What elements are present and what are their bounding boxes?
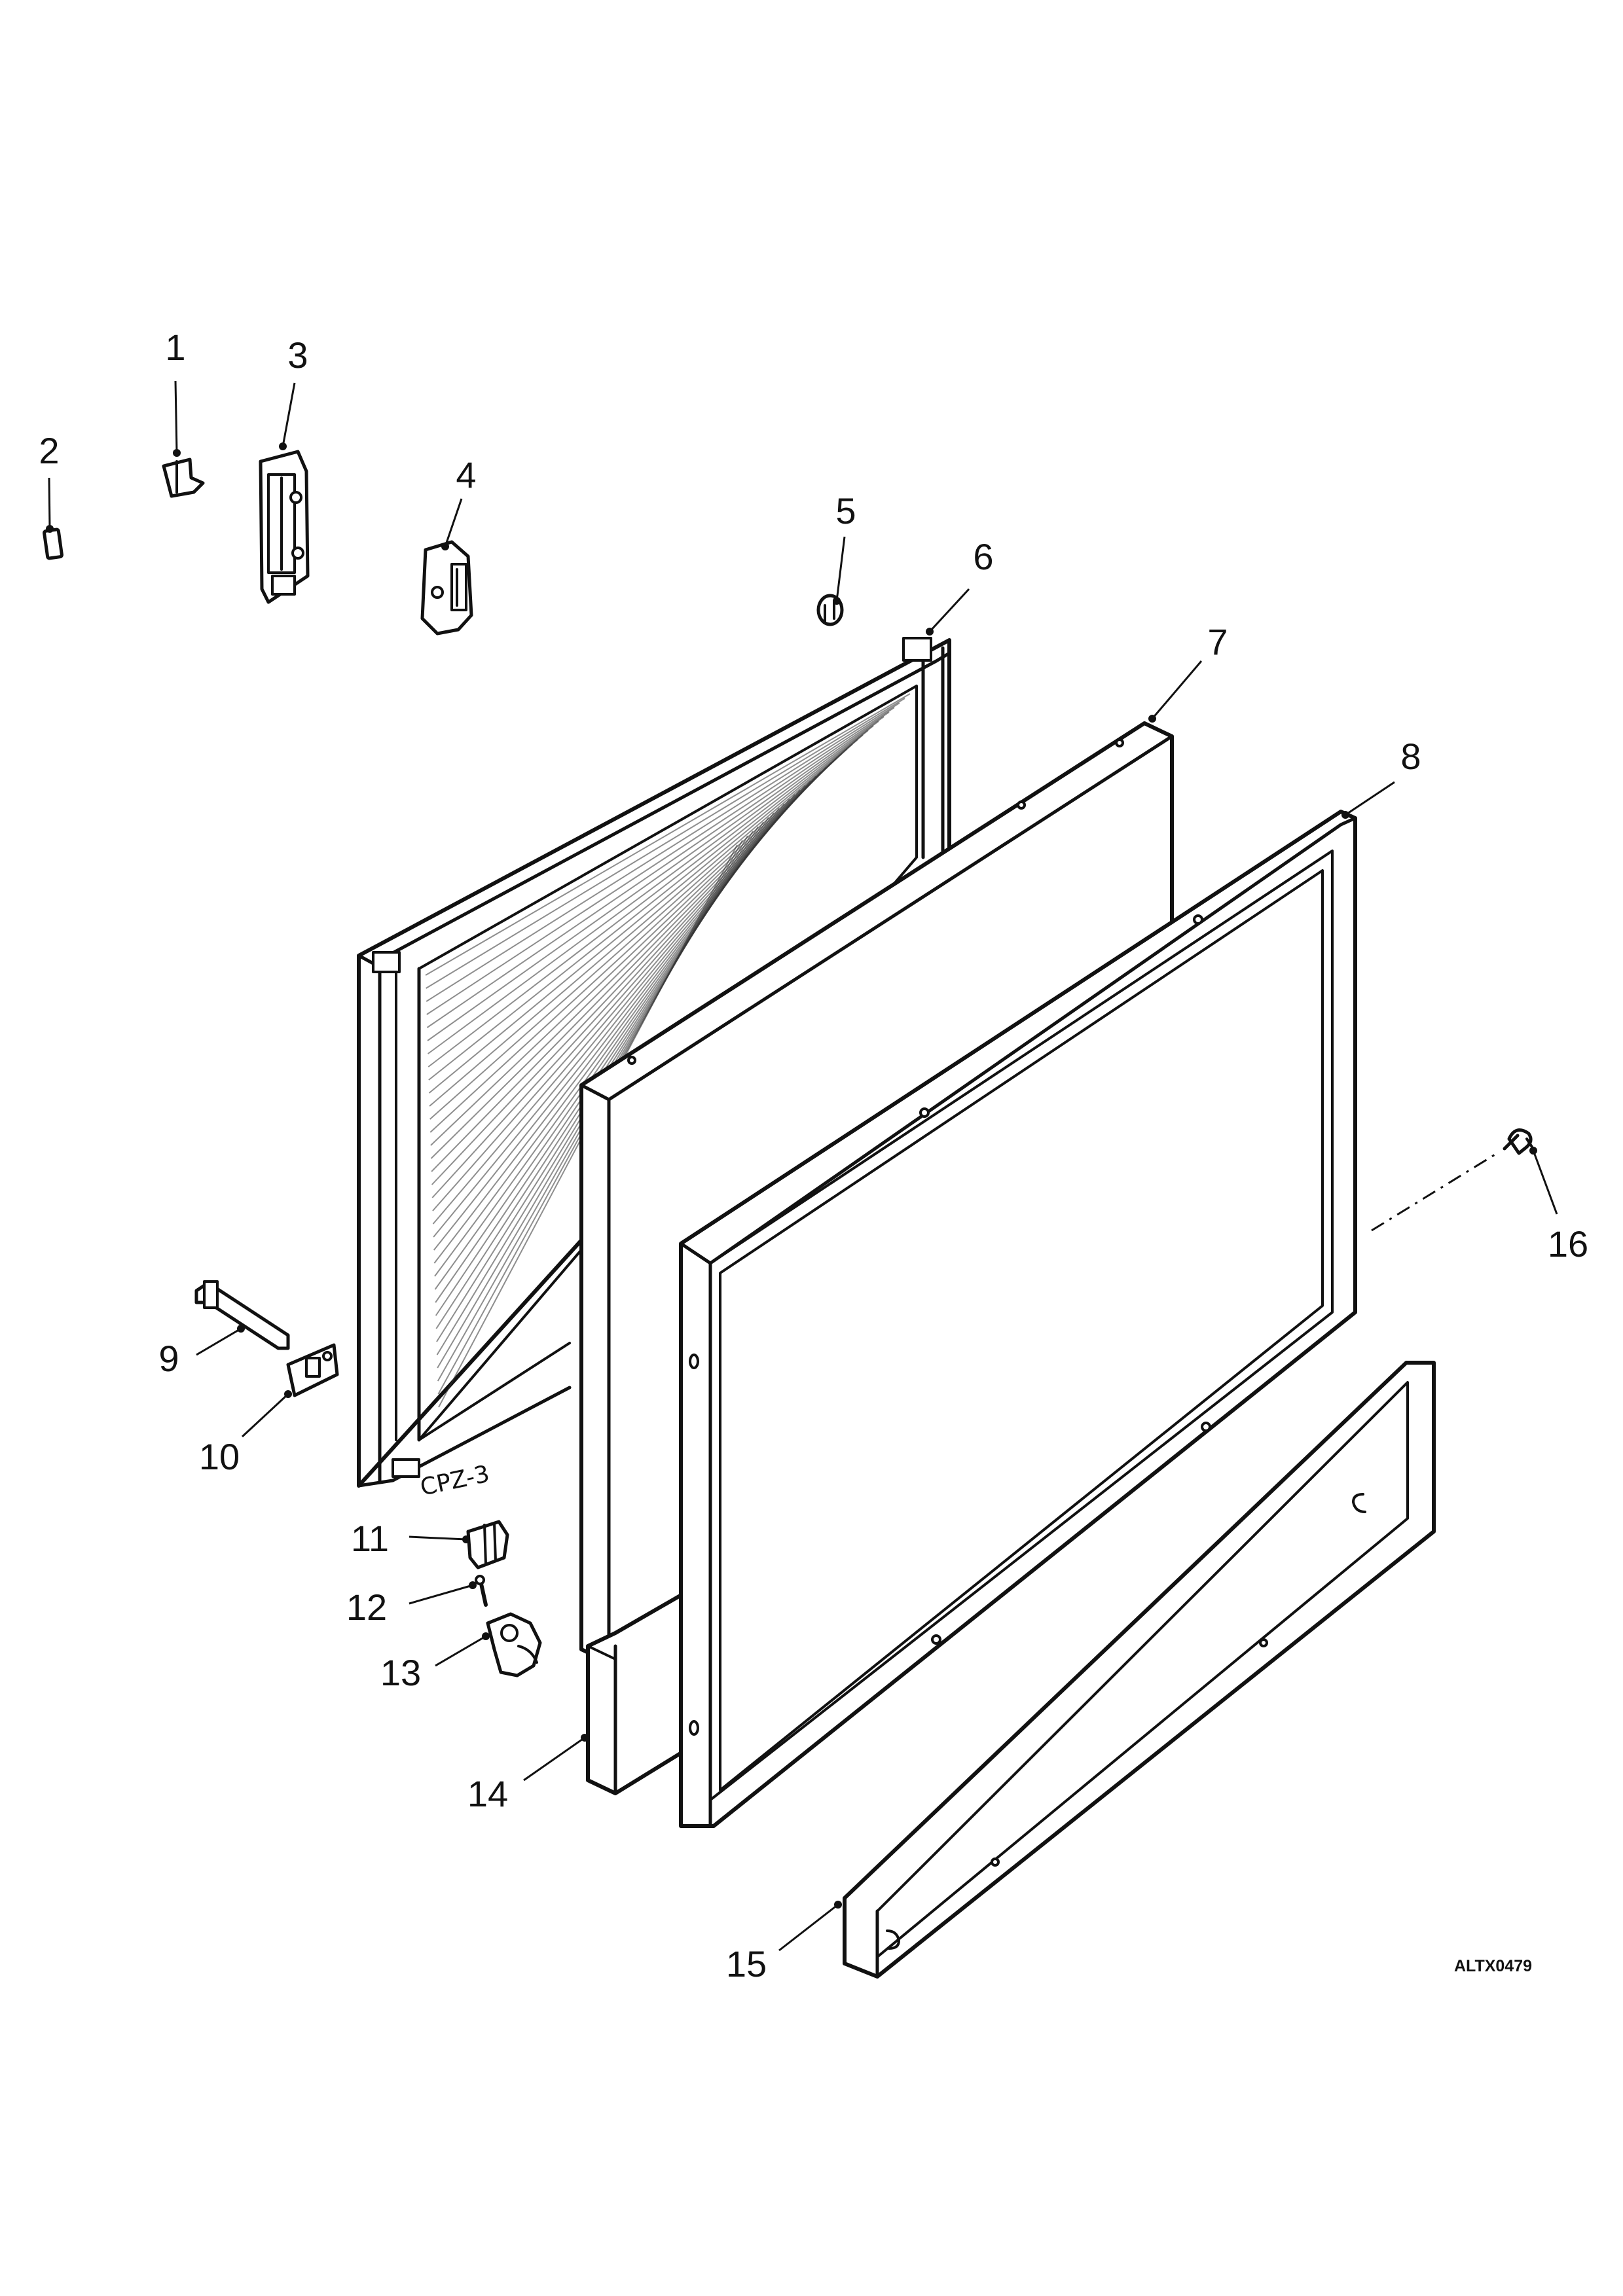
part-1-bracket [162,457,205,498]
callout-11: 11 [351,1518,389,1559]
callout-8: 8 [1400,736,1421,777]
callout-13: 13 [380,1652,421,1693]
part-11-hinge-block [466,1520,509,1570]
callout-6: 6 [973,536,993,577]
part-10-hinge-plate [286,1343,339,1397]
hatch-line [426,707,895,1015]
hatch-line [428,721,879,1054]
callout-15: 15 [726,1943,767,1984]
part-15-bottom-trim [843,1361,1436,1979]
figure-code: ALTX0479 [1454,1957,1532,1975]
part-8-door-trim-frame [679,810,1357,1828]
part-3-latch-assembly [259,450,310,604]
hatch-line [429,739,858,1107]
hatch-line [428,734,864,1094]
part-13-hinge-cam [486,1612,542,1677]
callout-labels: 1 2 3 4 5 6 7 8 9 10 11 12 13 14 15 16 [39,327,1588,1984]
hatch-line [428,725,874,1067]
hatch-line [426,698,905,989]
part-4-latch-handle [420,540,473,636]
callout-16: 16 [1548,1223,1588,1265]
hatch-line [425,693,911,976]
callout-9: 9 [158,1338,179,1379]
part-9-hinge-pin [194,1280,290,1350]
part-12-screw [475,1575,488,1607]
handwritten-note: CPZ-3 [418,1460,492,1501]
callout-14: 14 [467,1773,508,1814]
callout-5: 5 [835,490,856,531]
hatch-line [426,702,900,1002]
part-16-alignment-line [1371,1151,1500,1232]
hatch-line [427,716,884,1041]
callout-2: 2 [39,430,59,471]
callout-10: 10 [199,1436,240,1477]
callout-4: 4 [456,454,476,495]
callout-12: 12 [346,1587,387,1628]
callout-7: 7 [1207,621,1228,662]
hatch-line [428,730,869,1081]
part-2-small-clip [43,528,64,560]
callout-1: 1 [165,327,185,368]
hatch-line [426,711,890,1028]
insulation-hatching [425,693,911,1408]
callout-leaders [46,380,1558,1952]
callout-3: 3 [287,334,308,376]
